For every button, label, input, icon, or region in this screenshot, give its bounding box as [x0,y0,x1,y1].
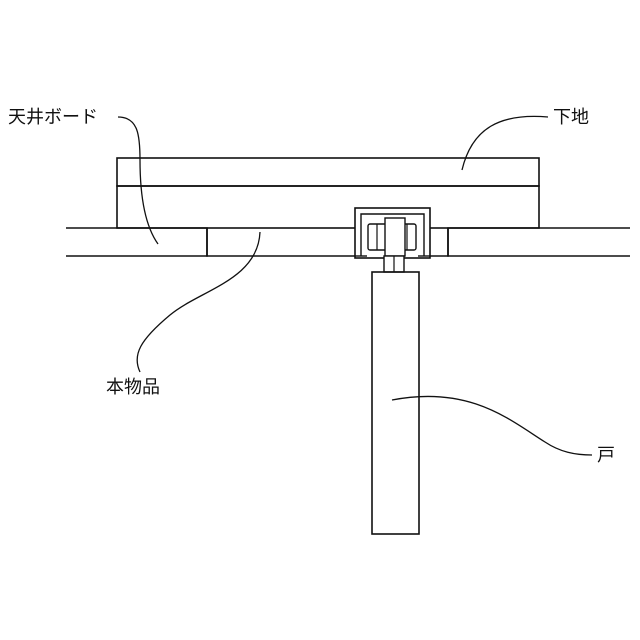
ceiling-board-left [66,228,207,256]
leader-base [462,116,548,170]
label-base: 下地 [553,108,589,128]
ceiling-board-right [448,228,630,256]
door-roller [368,218,416,256]
door-panel [372,272,419,534]
hanger-bolt [384,256,404,272]
leader-door [392,396,592,455]
label-door: 戸 [597,446,615,466]
label-product: 本物品 [106,378,160,398]
leader-product [137,232,260,372]
product-body [117,186,539,256]
leader-ceiling-board [118,117,158,244]
base-member [117,158,539,186]
label-ceiling-board: 天井ボード [8,108,98,128]
